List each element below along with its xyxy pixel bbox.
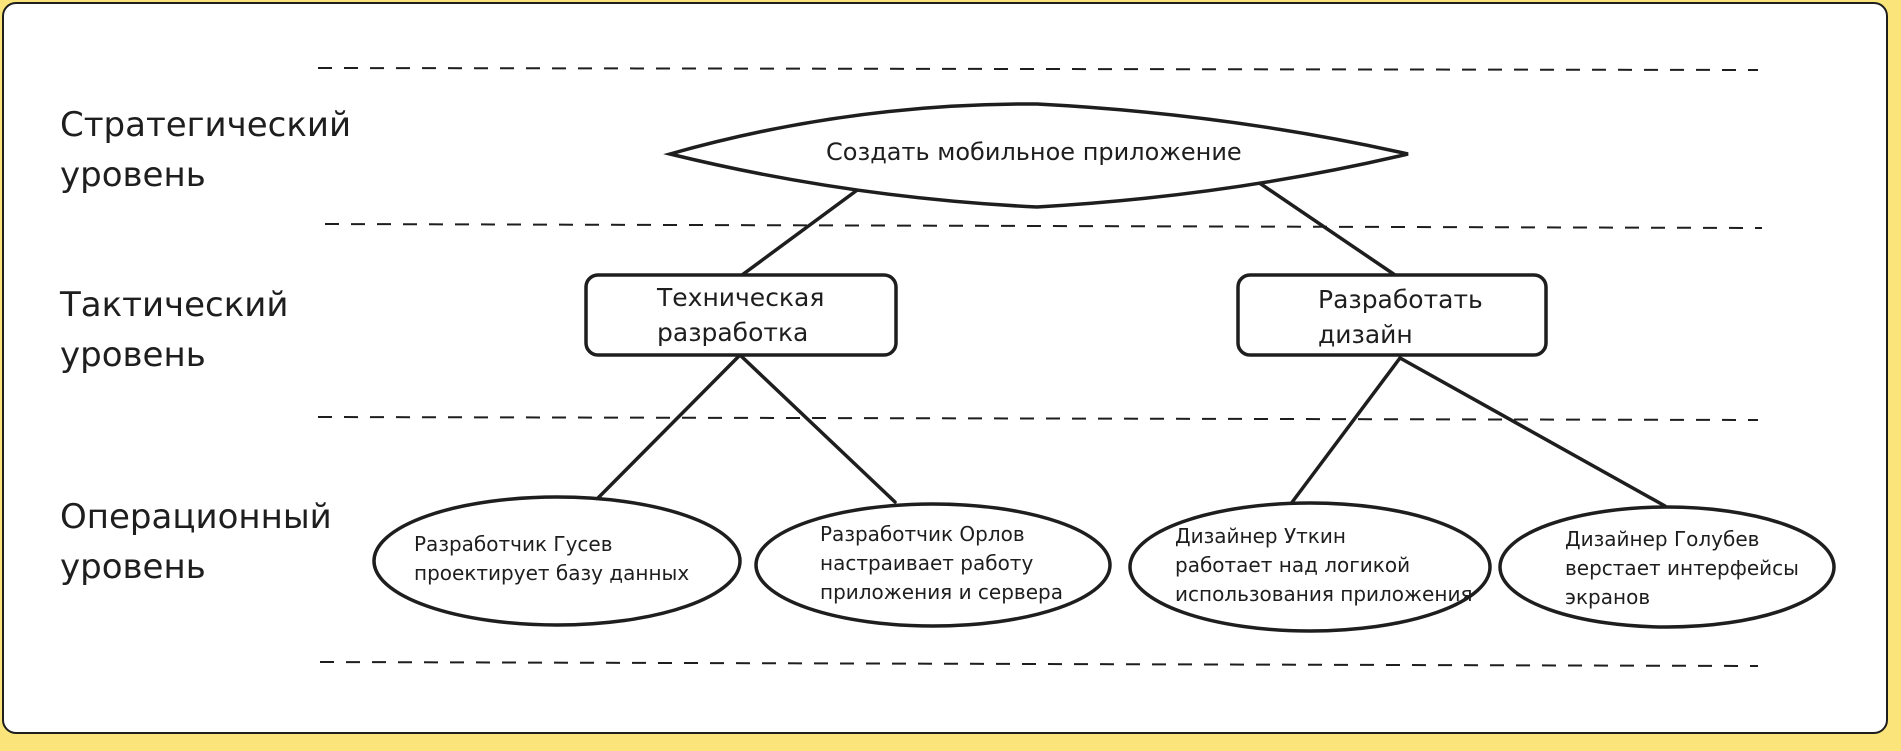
divider-top [317, 67, 1759, 71]
edge-design-golubev [1398, 356, 1667, 508]
op-ellipse-orlov [754, 502, 1112, 628]
op-ellipse-gusev [372, 495, 742, 627]
tactical-box-tech [584, 273, 898, 357]
edge-tech-orlov [738, 353, 897, 504]
edge-tech-gusev [596, 353, 742, 500]
tactical-box-design [1236, 273, 1548, 357]
op-ellipse-utkin [1128, 501, 1492, 633]
op-ellipse-golubev [1498, 505, 1836, 629]
root-diamond [663, 102, 1409, 209]
edge-root-design [1256, 180, 1397, 277]
edge-root-tech [740, 186, 862, 277]
divider-bottom [319, 661, 1759, 667]
divider-strategic-tactical [324, 223, 1763, 229]
divider-tactical-operational [317, 416, 1759, 421]
edge-design-utkin [1288, 356, 1402, 507]
root-node-label: Создать мобильное приложение [826, 138, 1242, 166]
